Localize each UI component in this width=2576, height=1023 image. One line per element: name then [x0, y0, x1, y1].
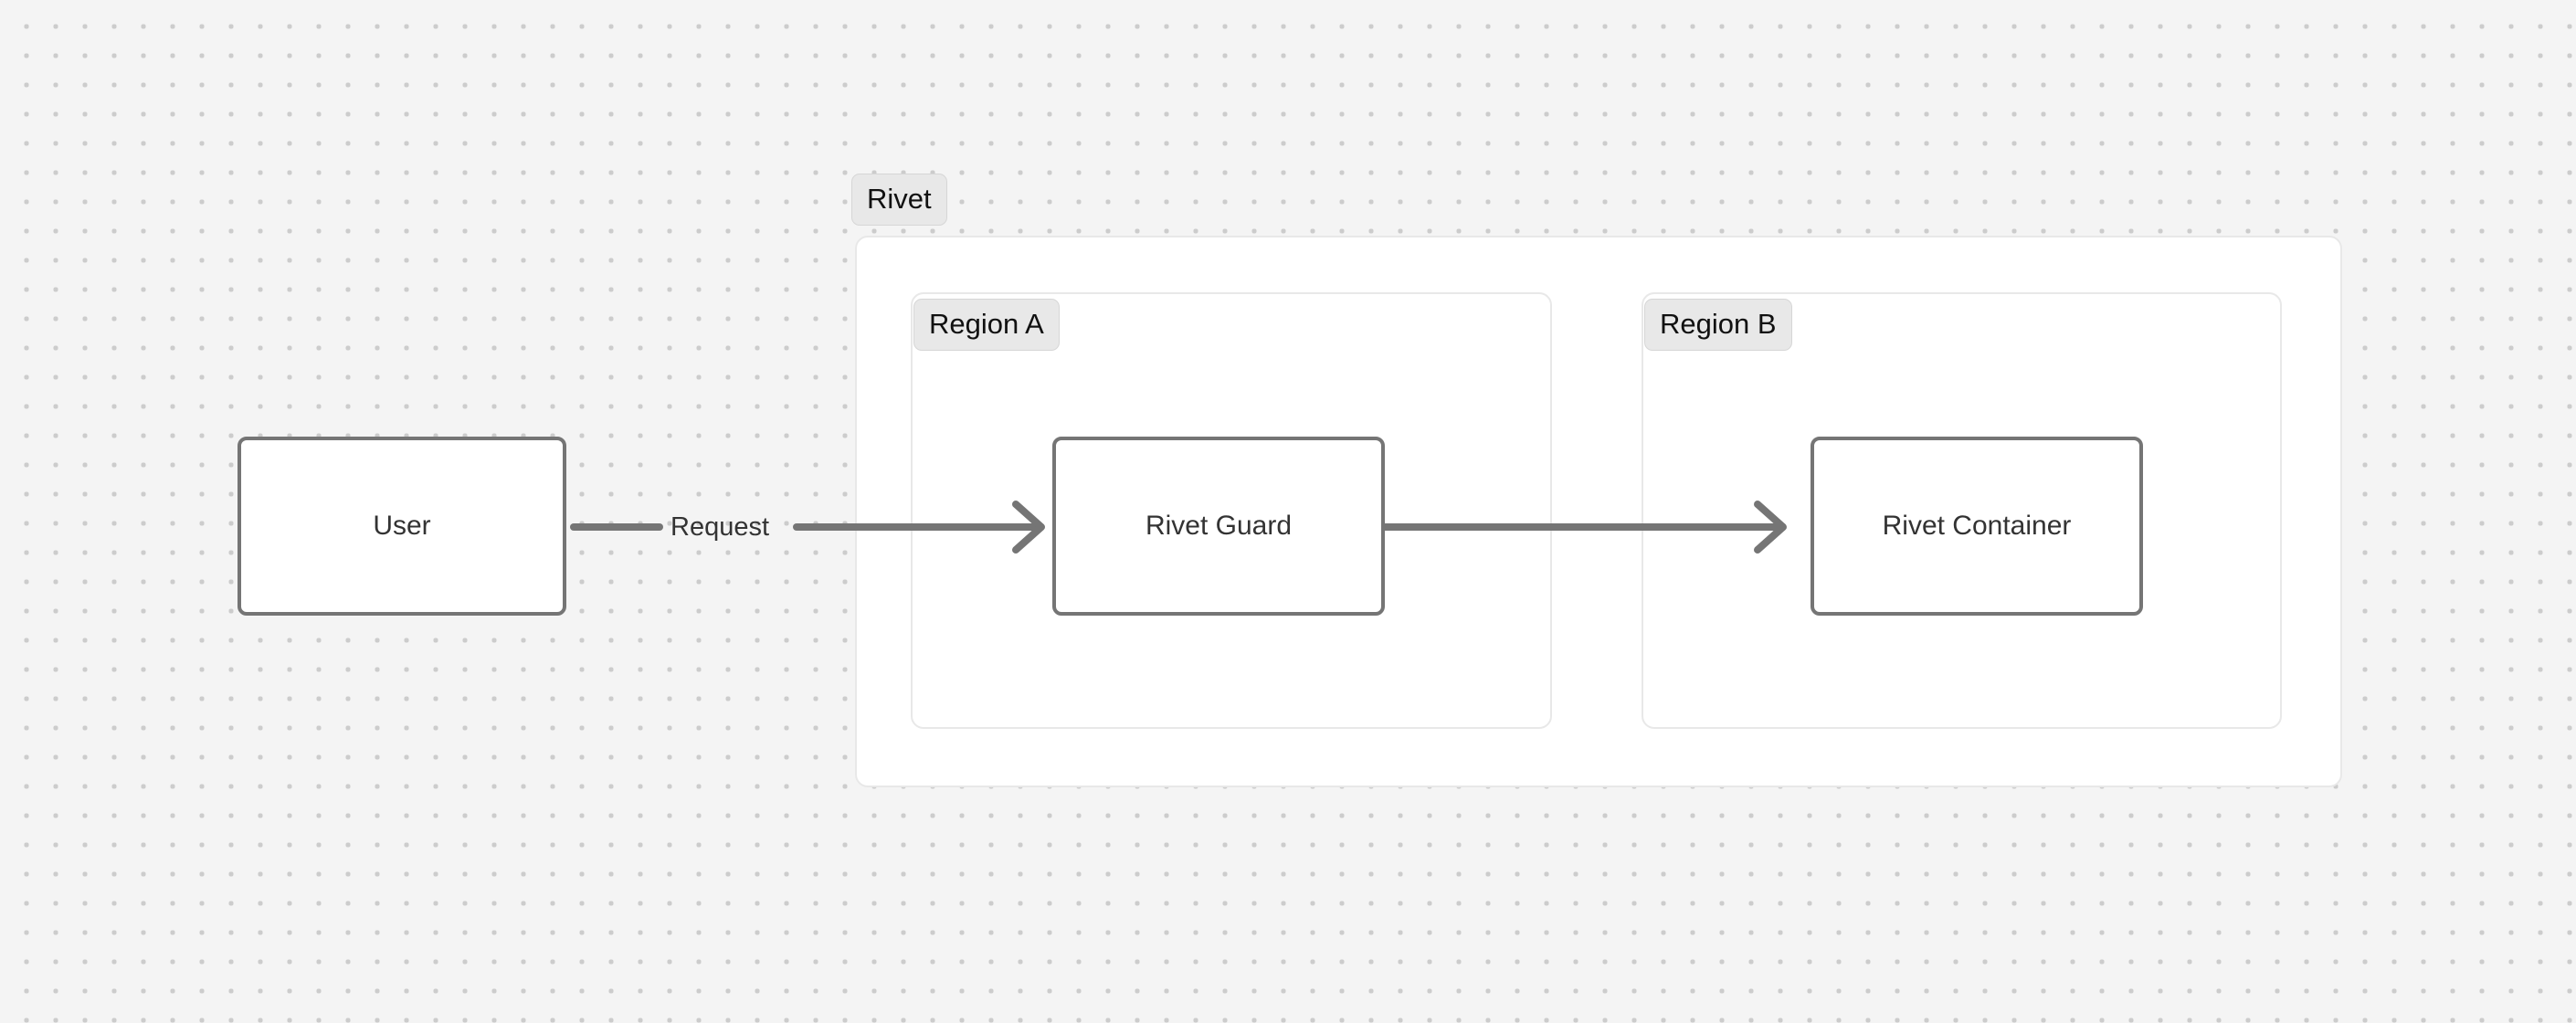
node-rivet-container[interactable]: Rivet Container [1811, 437, 2143, 616]
node-user[interactable]: User [238, 437, 566, 616]
edge-label-request: Request [670, 512, 770, 542]
cluster-label-region-b[interactable]: Region B [1644, 299, 1792, 351]
node-rivet-guard[interactable]: Rivet Guard [1052, 437, 1385, 616]
cluster-label-rivet[interactable]: Rivet [851, 174, 947, 226]
node-user-label: User [373, 511, 431, 541]
node-rivet-container-label: Rivet Container [1882, 511, 2072, 541]
node-rivet-guard-label: Rivet Guard [1145, 511, 1293, 541]
cluster-label-region-a[interactable]: Region A [913, 299, 1060, 351]
